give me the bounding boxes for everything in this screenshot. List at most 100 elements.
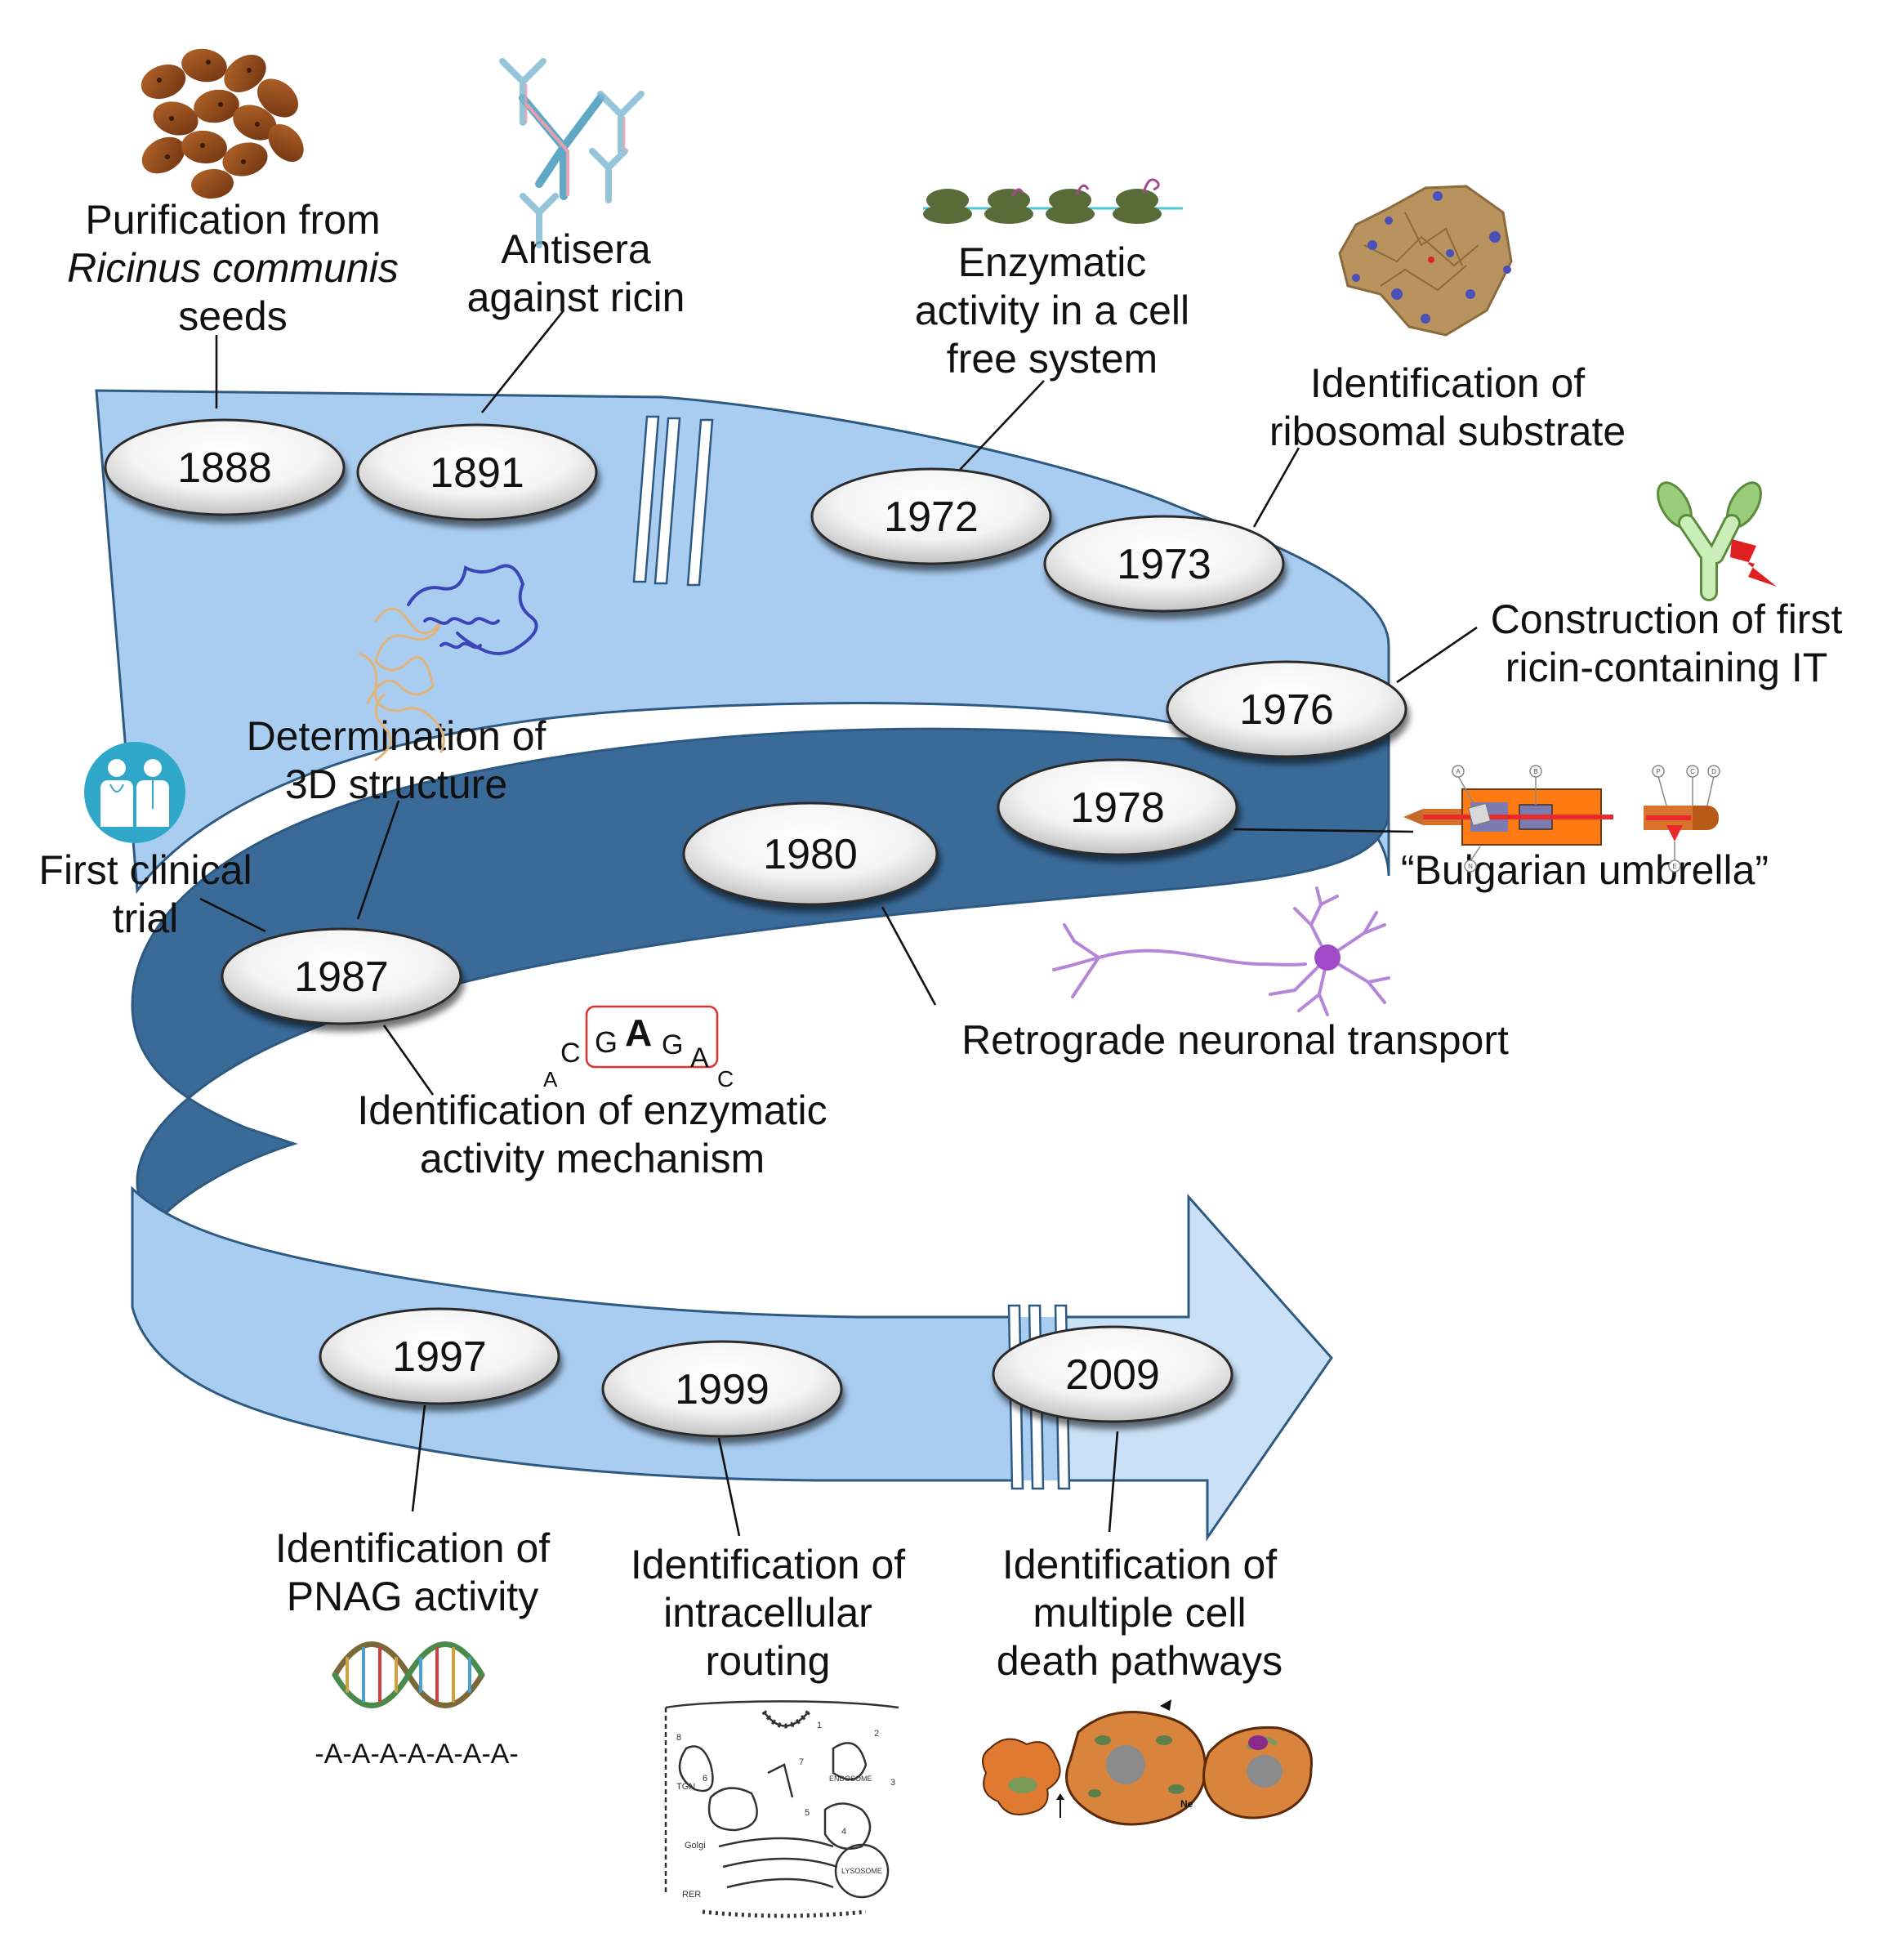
svg-text:Antisera: Antisera [501,226,651,272]
svg-text:Retrograde neuronal transport: Retrograde neuronal transport [961,1017,1509,1063]
svg-text:Determination of: Determination of [247,713,546,759]
svg-text:ribosomal substrate: ribosomal substrate [1269,409,1626,454]
year-1973: 1973 [1117,541,1211,588]
label-clinical-trial: First clinical trial [38,847,252,941]
svg-text:A: A [690,1043,709,1074]
label-antisera: Antisera against ricin [467,226,685,320]
svg-text:free system: free system [947,336,1158,382]
svg-text:2: 2 [874,1729,879,1739]
svg-text:Purification from: Purification from [85,197,380,243]
ribbon-lower-band [131,1185,1015,1482]
svg-text:Identification of: Identification of [275,1525,550,1571]
year-oval-1972 [810,467,1052,565]
ribosomes-on-mrna-icon [923,178,1183,224]
svg-text:activity in a cell: activity in a cell [915,288,1189,333]
svg-text:C: C [717,1066,734,1092]
apoptotic-cell [982,1738,1064,1818]
autophagic-cell [1202,1726,1313,1819]
svg-text:4: 4 [841,1827,846,1837]
castor-seeds-icon [141,48,304,199]
svg-text:P: P [1656,768,1660,775]
svg-text:A: A [543,1067,558,1092]
year-oval-1987 [221,927,462,1025]
svg-text:Identification of: Identification of [1310,360,1585,406]
svg-text:Golgi: Golgi [685,1841,706,1851]
svg-text:LYSOSOME: LYSOSOME [841,1867,882,1875]
year-oval-2009 [992,1325,1233,1423]
svg-text:B: B [1533,768,1537,775]
label-first-immunotoxin: Construction of first ricin-containing I… [1491,596,1843,690]
protein-3d-structure-icon [358,564,538,761]
label-ribosomal-substrate: Identification of ribosomal substrate [1269,360,1626,454]
immunotoxin-icon [1657,481,1777,601]
year-oval-1888 [104,418,346,516]
svg-text:activity mechanism: activity mechanism [420,1136,765,1181]
umbrella-pellet-icon: A B N P C D E [1403,765,1720,873]
ribosome-structure-icon [1338,185,1513,337]
label-bulgarian-umbrella: “Bulgarian umbrella” [1401,847,1769,893]
label-enzymatic-mechanism: Identification of enzymatic activity mec… [357,1087,827,1181]
year-1997: 1997 [392,1333,487,1381]
cell-routing-diagram-icon: TGN Golgi RER ENDOSOME LYSOSOME 1 2 3 4 … [664,1700,899,1918]
svg-text:5: 5 [805,1808,810,1818]
svg-text:C: C [560,1038,581,1069]
svg-text:A: A [1456,768,1461,775]
svg-text:PNAG activity: PNAG activity [287,1574,538,1619]
svg-text:Ricinus communis: Ricinus communis [67,245,399,291]
year-1999: 1999 [675,1366,770,1413]
year-oval-1978 [997,758,1238,856]
svg-text:ricin-containing IT: ricin-containing IT [1506,645,1828,690]
year-1972: 1972 [884,493,979,541]
svg-text:G: G [662,1029,683,1060]
year-1888: 1888 [177,444,272,492]
svg-text:Construction of first: Construction of first [1491,596,1843,642]
year-oval-1891 [356,423,598,521]
clinicians-icon [84,742,185,843]
svg-text:N: N [1468,863,1473,870]
svg-text:Identification of: Identification of [631,1542,905,1587]
svg-text:Enzymatic: Enzymatic [958,239,1147,285]
ribbon-break-top [632,415,714,587]
dying-cells-icon: Ne [982,1699,1313,1826]
dna-helix-icon [332,1641,485,1708]
svg-text:8: 8 [676,1733,681,1743]
svg-text:routing: routing [706,1638,831,1684]
year-labels: 1888 1891 1972 1973 1976 1978 1980 1987 … [177,444,1334,1413]
svg-text:intracellular: intracellular [663,1590,872,1636]
svg-text:3: 3 [890,1778,895,1788]
label-enzymatic-activity: Enzymatic activity in a cell free system [915,239,1189,382]
antibody-icon [499,58,645,248]
label-purification: Purification from Ricinus communis seeds [67,197,399,339]
svg-text:“Bulgarian umbrella”: “Bulgarian umbrella” [1401,847,1769,893]
event-labels: Purification from Ricinus communis seeds… [38,197,1842,1684]
dna-sequence-text: -A-A-A-A-A-A-A- [314,1739,518,1770]
svg-text:First clinical: First clinical [38,847,252,893]
year-2009: 2009 [1065,1351,1160,1399]
label-cell-death-pathways: Identification of multiple cell death pa… [997,1542,1283,1684]
svg-text:trial: trial [113,895,179,941]
gaga-loop-icon: A C G A G A C [543,1005,734,1092]
label-intracellular-routing: Identification of intracellular routing [631,1542,905,1684]
svg-text:6: 6 [703,1774,707,1784]
year-ovals [104,418,1407,1438]
svg-text:E: E [1672,863,1676,870]
svg-text:ENDOSOME: ENDOSOME [829,1775,872,1783]
svg-text:death pathways: death pathways [997,1638,1283,1684]
svg-text:seeds: seeds [178,293,287,339]
year-oval-1999 [601,1340,843,1438]
svg-text:G: G [595,1025,618,1059]
svg-text:1: 1 [817,1721,822,1730]
svg-text:against ricin: against ricin [467,275,685,320]
svg-text:C: C [1690,768,1695,775]
svg-text:3D structure: 3D structure [285,761,507,807]
label-retrograde-transport: Retrograde neuronal transport [961,1017,1509,1063]
year-oval-1976 [1166,660,1407,758]
svg-text:7: 7 [799,1757,804,1767]
year-oval-1997 [319,1307,560,1405]
year-1980: 1980 [763,831,858,878]
neuron-icon [1052,886,1390,1016]
year-oval-1980 [682,801,939,906]
year-1987: 1987 [294,953,389,1001]
